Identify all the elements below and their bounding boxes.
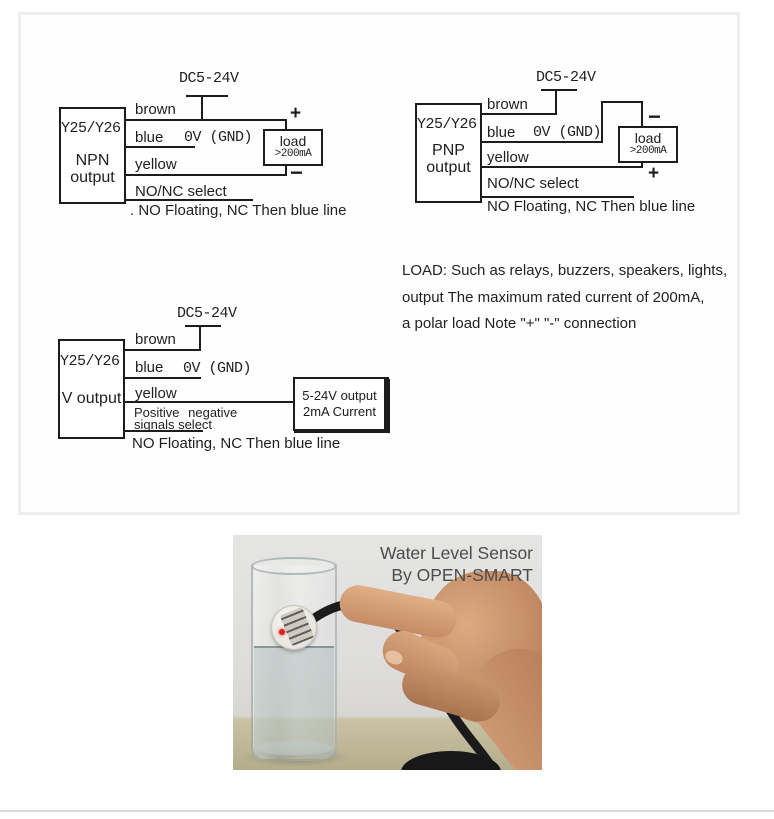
vout-yellow-wire-label: yellow [135, 385, 177, 402]
vout-power-label: DC5-24V [177, 305, 237, 322]
npn-device-label: Y25/Y26 [61, 120, 121, 137]
pnp-output-type-line2: output [426, 159, 471, 176]
vout-yellow-wire [125, 401, 293, 403]
glass-rim [251, 557, 337, 575]
cable-end-shadow [401, 751, 501, 770]
npn-minus-sign: − [290, 160, 303, 185]
pnp-blue-wire [482, 141, 603, 143]
pnp-device-box [415, 103, 482, 203]
npn-yellow-wire-label: yellow [135, 156, 177, 173]
water-level-sensor [271, 605, 317, 650]
photo-caption-line2: By OPEN-SMART [391, 565, 533, 585]
vout-output-box-line2: 2mA Current [303, 404, 376, 419]
pnp-load-bottom-lead [641, 161, 643, 168]
pnp-yellow-wire-label: yellow [487, 149, 529, 166]
npn-yellow-wire [125, 174, 287, 176]
pnp-load-top-lead [641, 101, 643, 128]
vout-device-box [58, 339, 125, 439]
pnp-load-rating: >200mA [629, 145, 667, 158]
npn-load-bottom-lead [285, 164, 287, 176]
pnp-blue-wire-label: blue [487, 124, 516, 141]
vout-power-tick [185, 325, 221, 327]
product-photo: Water Level Sensor By OPEN-SMART [233, 535, 542, 770]
pnp-output-type-line1: PNP [432, 142, 465, 159]
vout-device-label: Y25/Y26 [60, 353, 120, 370]
pnp-brown-wire [482, 113, 557, 115]
photo-caption-line1: Water Level Sensor [379, 543, 533, 563]
npn-note: . NO Floating, NC Then blue line [130, 202, 347, 219]
pnp-minus-sign: − [648, 104, 661, 129]
pnp-brown-wire-label: brown [487, 96, 528, 113]
npn-gnd-label: 0V (GND) [184, 129, 253, 146]
pnp-power-tick [541, 89, 577, 91]
load-explanation-line1: LOAD: Such as relays, buzzers, speakers,… [402, 262, 728, 279]
pnp-blue-riser [601, 101, 603, 143]
npn-select-label: NO/NC select [135, 183, 227, 200]
npn-power-tick [186, 95, 228, 97]
vout-brown-wire [125, 349, 201, 351]
vout-power-drop-line [199, 326, 201, 351]
water-in-glass [254, 646, 334, 756]
npn-power-label: DC5-24V [179, 70, 239, 87]
vout-select-label-line1: Positive negative [134, 405, 238, 420]
pnp-device-label: Y25/Y26 [417, 116, 477, 133]
vout-blue-wire-label: blue [135, 359, 164, 376]
npn-power-drop-line [201, 96, 203, 120]
npn-load-rating: >200mA [274, 148, 312, 161]
sensor-led-indicator [279, 629, 285, 635]
pnp-select-label: NO/NC select [487, 175, 579, 192]
pnp-select-line [482, 196, 634, 198]
npn-brown-wire-label: brown [135, 101, 176, 118]
pnp-yellow-wire [482, 166, 643, 168]
pnp-blue-top-run [601, 101, 643, 103]
npn-blue-wire-label: blue [135, 129, 164, 146]
sensor-label-sticker [279, 606, 315, 647]
glass-base [255, 741, 333, 755]
vout-blue-wire [125, 377, 201, 379]
npn-select-line [125, 199, 253, 201]
npn-output-type-line2: output [70, 169, 115, 186]
vout-output-type: V output [61, 390, 122, 407]
load-explanation-line3: a polar load Note "+" "-" connection [402, 315, 637, 332]
vout-gnd-label: 0V (GND) [183, 360, 252, 377]
vout-output-box-line1: 5-24V output [302, 387, 377, 403]
npn-output-type-line1: NPN [75, 152, 110, 169]
pnp-power-drop-line [555, 90, 557, 115]
load-explanation: LOAD: Such as relays, buzzers, speakers,… [402, 263, 737, 343]
npn-blue-wire [125, 146, 195, 148]
water-glass [251, 565, 337, 761]
page-bottom-divider [0, 810, 774, 812]
vout-output-box: 5-24V output 2mA Current [293, 377, 389, 431]
pnp-power-label: DC5-24V [536, 69, 596, 86]
pnp-gnd-label: 0V (GND) [533, 124, 602, 141]
npn-load-box: load >200mA [263, 129, 323, 166]
vout-brown-wire-label: brown [135, 331, 176, 348]
pnp-load-box: load >200mA [618, 126, 678, 163]
vout-note: NO Floating, NC Then blue line [132, 435, 341, 452]
vout-select-label-line2: signals select [134, 417, 213, 432]
npn-plus-sign: + [290, 103, 302, 124]
npn-device-box [59, 107, 126, 204]
npn-brown-wire [125, 119, 287, 121]
load-explanation-line2: output The maximum rated current of 200m… [402, 288, 705, 306]
npn-load-label: load [279, 133, 307, 150]
pnp-note: NO Floating, NC Then blue line [487, 198, 696, 215]
pnp-plus-sign: + [648, 163, 660, 184]
npn-load-top-lead [285, 119, 287, 131]
pnp-load-label: load [634, 130, 662, 147]
vout-select-line [125, 430, 203, 432]
